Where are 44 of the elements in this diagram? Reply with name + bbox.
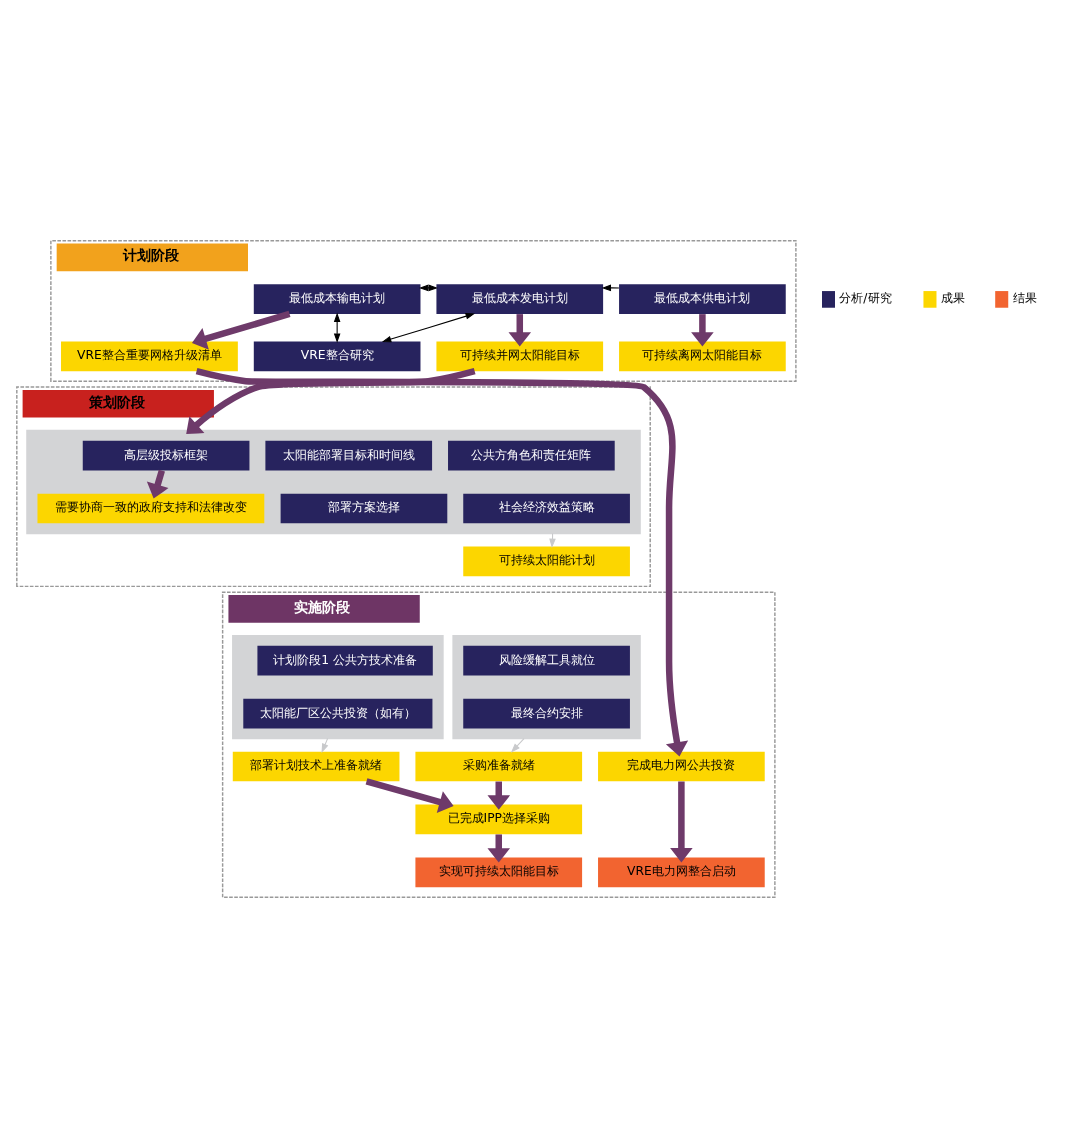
node-box: 太阳能部署目标和时间线: [265, 440, 433, 470]
arrow: [195, 367, 689, 756]
node-box: 可持续离网太阳能目标: [619, 340, 786, 371]
node-box: 太阳能厂区公共投资（如有）: [243, 698, 433, 728]
arrow: [191, 310, 291, 350]
node-box: 部署方案选择: [280, 493, 448, 523]
cluster: [26, 429, 641, 534]
arrow: [186, 367, 476, 434]
node-box: 最终合约安排: [463, 698, 630, 728]
arrow: [333, 312, 341, 343]
arrow: [670, 781, 693, 862]
node-box: 最低成本供电计划: [619, 283, 786, 314]
node-box: 公共方角色和责任矩阵: [448, 440, 615, 470]
node-box: 最低成本发电计划: [436, 283, 604, 314]
node-box: VRE整合重要网格升级清单: [61, 340, 238, 371]
arrow: [381, 312, 476, 342]
node-box: 社会经济效益策略: [463, 493, 630, 523]
cluster: [232, 634, 444, 739]
node-box: 最低成本输电计划: [253, 283, 421, 314]
arrow: [508, 313, 532, 347]
node-box: 完成电力网公共投资: [598, 751, 765, 781]
node-box: 已完成IPP选择采购: [415, 804, 583, 834]
node-box: 可持续并网太阳能目标: [436, 340, 604, 371]
arrow: [510, 737, 525, 753]
arrow: [321, 737, 329, 753]
legend-label: 结果: [1012, 290, 1037, 305]
node-box: VRE整合研究: [253, 340, 421, 371]
node-box: VRE电力网整合启动: [598, 856, 765, 887]
arrow: [549, 532, 556, 548]
node-box: 采购准备就绪: [415, 751, 583, 781]
legend-label: 成果: [940, 290, 965, 305]
arrow: [691, 313, 714, 347]
node-box: 风险缓解工具就位: [463, 645, 630, 676]
node-box: 可持续太阳能计划: [463, 546, 630, 576]
cluster: [452, 634, 641, 739]
arrow: [365, 777, 454, 813]
arrow: [601, 284, 620, 291]
node-box: 实现可持续太阳能目标: [415, 856, 583, 887]
node-box: 部署计划技术上准备就绪: [232, 751, 400, 781]
node-box: 高层级投标框架: [82, 440, 250, 470]
arrow: [146, 469, 169, 499]
node-box: 需要协商一致的政府支持和法律改变: [37, 493, 265, 523]
node-box: 计划阶段1 公共方技术准备: [257, 645, 433, 676]
legend-label: 分析/研究: [839, 290, 892, 305]
